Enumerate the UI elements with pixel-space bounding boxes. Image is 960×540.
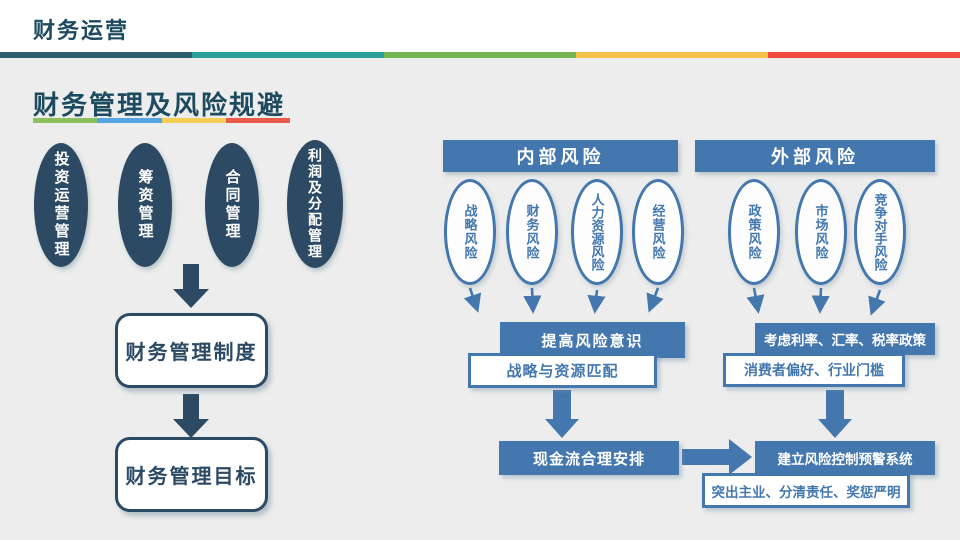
top-stripe bbox=[0, 52, 960, 58]
connector-arrow bbox=[646, 287, 664, 313]
ellipse-market-risk: 市场风险 bbox=[795, 179, 847, 285]
ellipse-label: 合同管理 bbox=[223, 169, 241, 241]
bar-raise-risk-awareness: 提高风险意识 bbox=[500, 322, 685, 358]
ellipse-label: 筹资管理 bbox=[136, 169, 154, 241]
down-arrow-icon bbox=[173, 264, 209, 308]
color-segment bbox=[576, 52, 768, 58]
ellipse-label: 战略风险 bbox=[462, 204, 478, 260]
box-label: 财务管理制度 bbox=[125, 342, 258, 364]
page-title: 财务运营 bbox=[33, 18, 130, 43]
note-label: 突出主业、分清责任、奖惩严明 bbox=[711, 484, 901, 500]
color-segment bbox=[768, 52, 960, 58]
ellipse-strategic-risk: 战略风险 bbox=[444, 179, 496, 285]
color-segment bbox=[161, 118, 226, 123]
down-arrow-icon bbox=[818, 390, 852, 438]
ellipse-label: 利润及分配管理 bbox=[307, 148, 323, 260]
section-title: 财务管理及风险规避 bbox=[33, 90, 286, 120]
header-external-risk: 外部风险 bbox=[695, 140, 935, 172]
note-strategy-resource-match: 战略与资源匹配 bbox=[468, 353, 657, 388]
color-segment bbox=[33, 118, 98, 123]
ellipse-investment-operation-management: 投资运营管理 bbox=[34, 143, 88, 267]
box-financial-management-goal: 财务管理目标 bbox=[115, 437, 268, 512]
header-label: 外部风险 bbox=[771, 147, 859, 167]
ellipse-label: 人力资源风险 bbox=[589, 193, 605, 271]
ellipse-label: 竞争对手风险 bbox=[872, 193, 888, 271]
connector-arrow bbox=[868, 289, 886, 316]
connector-arrow bbox=[523, 287, 542, 314]
ellipse-label: 经营风险 bbox=[650, 204, 666, 260]
section-underline bbox=[33, 118, 290, 123]
bar-label: 建立风险控制预警系统 bbox=[777, 452, 913, 467]
color-segment bbox=[97, 118, 162, 123]
note-consumer-preference: 消费者偏好、行业门槛 bbox=[723, 353, 905, 387]
connector-arrow bbox=[746, 287, 765, 314]
box-label: 财务管理目标 bbox=[125, 466, 258, 488]
bar-risk-control-warning-system: 建立风险控制预警系统 bbox=[755, 441, 935, 475]
box-financial-management-system: 财务管理制度 bbox=[115, 313, 268, 388]
right-arrow-icon bbox=[682, 439, 752, 475]
ellipse-financial-risk: 财务风险 bbox=[506, 179, 558, 285]
note-main-business-responsibility: 突出主业、分清责任、奖惩严明 bbox=[702, 473, 910, 508]
bar-cashflow-arrangement: 现金流合理安排 bbox=[499, 441, 679, 475]
ellipse-label: 市场风险 bbox=[813, 204, 829, 260]
ellipse-operating-risk: 经营风险 bbox=[632, 179, 684, 285]
ellipse-fundraising-management: 筹资管理 bbox=[118, 143, 172, 267]
header-internal-risk: 内部风险 bbox=[443, 140, 678, 172]
ellipse-policy-risk: 政策风险 bbox=[728, 179, 780, 285]
down-arrow-icon bbox=[545, 390, 579, 438]
ellipse-hr-risk: 人力资源风险 bbox=[571, 179, 623, 285]
ellipse-label: 财务风险 bbox=[524, 204, 540, 260]
ellipse-contract-management: 合同管理 bbox=[205, 143, 259, 267]
connector-arrow bbox=[811, 287, 830, 314]
header-label: 内部风险 bbox=[516, 147, 605, 167]
ellipse-label: 政策风险 bbox=[746, 204, 762, 260]
bar-label: 现金流合理安排 bbox=[532, 450, 645, 468]
bar-label: 提高风险意识 bbox=[541, 332, 644, 350]
color-segment bbox=[225, 118, 290, 123]
down-arrow-icon bbox=[173, 394, 209, 438]
color-segment bbox=[384, 52, 576, 58]
bar-consider-rates-policy: 考虑利率、汇率、税率政策 bbox=[755, 323, 935, 355]
color-segment bbox=[192, 52, 384, 58]
bar-label: 考虑利率、汇率、税率政策 bbox=[764, 333, 926, 348]
note-label: 消费者偏好、行业门槛 bbox=[744, 362, 884, 378]
note-label: 战略与资源匹配 bbox=[506, 363, 619, 380]
color-segment bbox=[0, 52, 192, 58]
ellipse-profit-distribution-management: 利润及分配管理 bbox=[287, 140, 343, 268]
top-header-bar: 财务运营 bbox=[0, 0, 960, 52]
connector-arrow bbox=[463, 287, 482, 313]
connector-arrow bbox=[587, 289, 606, 314]
ellipse-label: 投资运营管理 bbox=[52, 151, 70, 259]
ellipse-competitor-risk: 竞争对手风险 bbox=[854, 179, 906, 285]
